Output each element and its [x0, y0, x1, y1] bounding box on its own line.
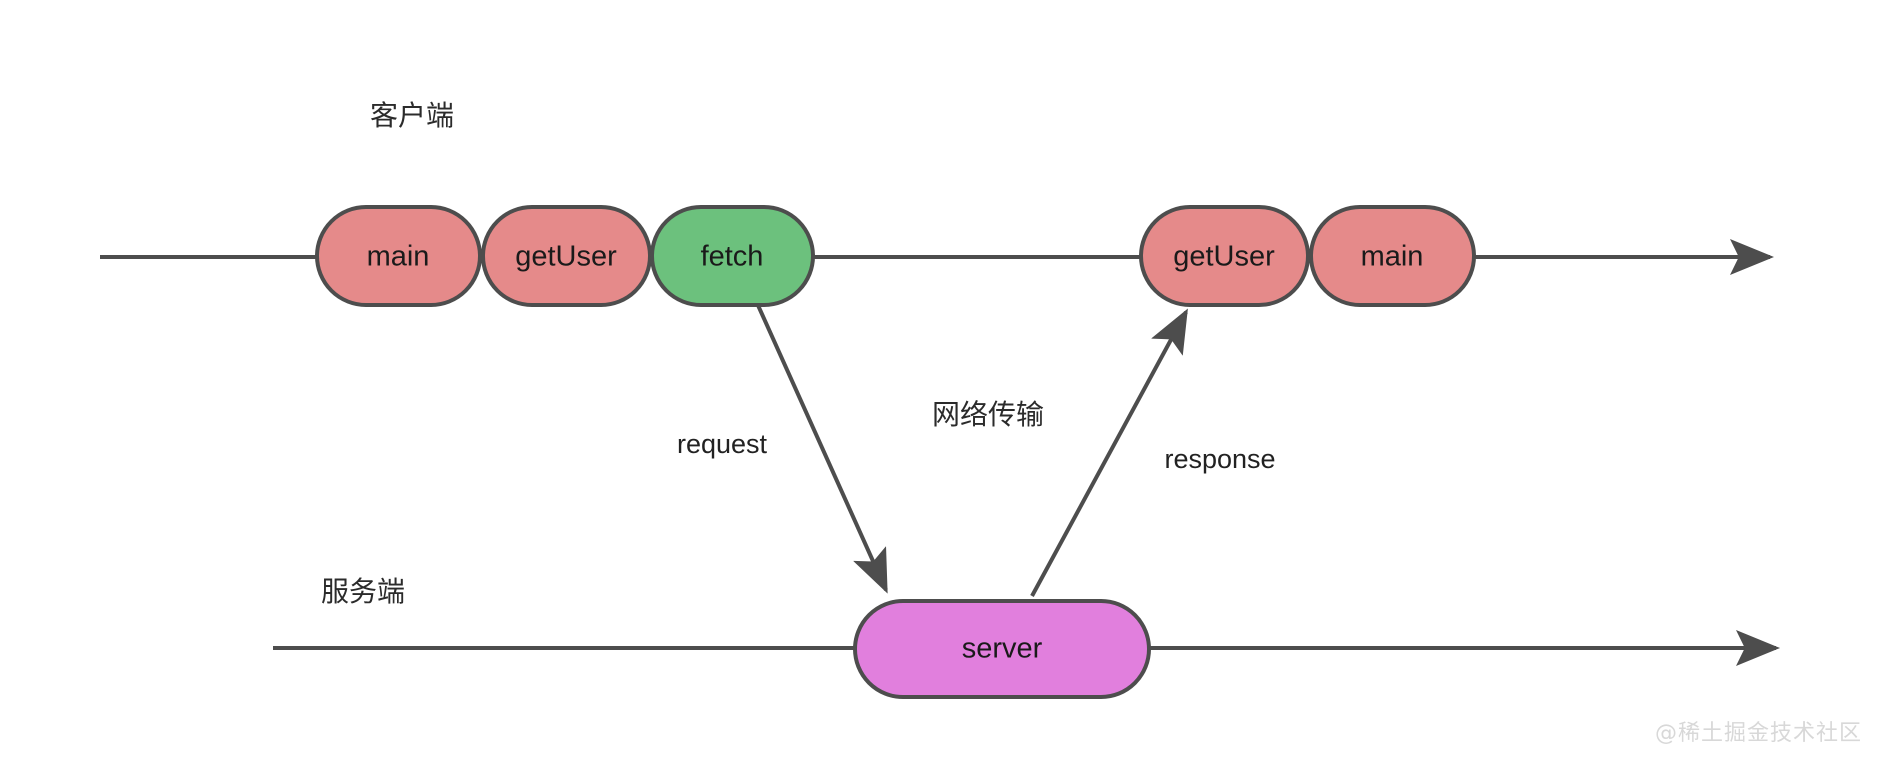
node-main-return[interactable]: main [1309, 205, 1476, 307]
node-fetch[interactable]: fetch [650, 205, 815, 307]
client-lane-label: 客户端 [370, 99, 454, 132]
node-server-label: server [962, 633, 1043, 665]
node-fetch-label: fetch [701, 241, 764, 273]
node-fetch-shape[interactable] [650, 205, 815, 307]
node-server-shape[interactable] [853, 599, 1151, 699]
node-getuser-call-label: getUser [515, 241, 617, 273]
node-getuser-return-label: getUser [1173, 241, 1275, 273]
node-getuser-return[interactable]: getUser [1139, 205, 1310, 307]
request-label: request [677, 429, 768, 459]
response-arrow [1030, 308, 1188, 597]
node-main-return-shape[interactable] [1309, 205, 1476, 307]
response-label: response [1164, 444, 1275, 474]
node-server[interactable]: server [853, 599, 1151, 699]
request-arrow [755, 302, 888, 594]
edge-request: request [677, 302, 888, 594]
node-main-call-label: main [367, 241, 430, 273]
node-main-call[interactable]: main [315, 205, 482, 307]
client-lane: 客户端 [100, 99, 1774, 275]
network-transfer-label: 网络传输 [932, 398, 1044, 431]
watermark: @稀土掘金技术社区 [1655, 721, 1862, 746]
node-main-call-shape[interactable] [315, 205, 482, 307]
node-getuser-call[interactable]: getUser [481, 205, 652, 307]
node-getuser-return-shape[interactable] [1139, 205, 1310, 307]
node-main-return-label: main [1361, 241, 1424, 273]
edge-response: response [1030, 308, 1276, 597]
server-lane: 服务端 [273, 575, 1780, 666]
server-lane-label: 服务端 [321, 575, 405, 608]
